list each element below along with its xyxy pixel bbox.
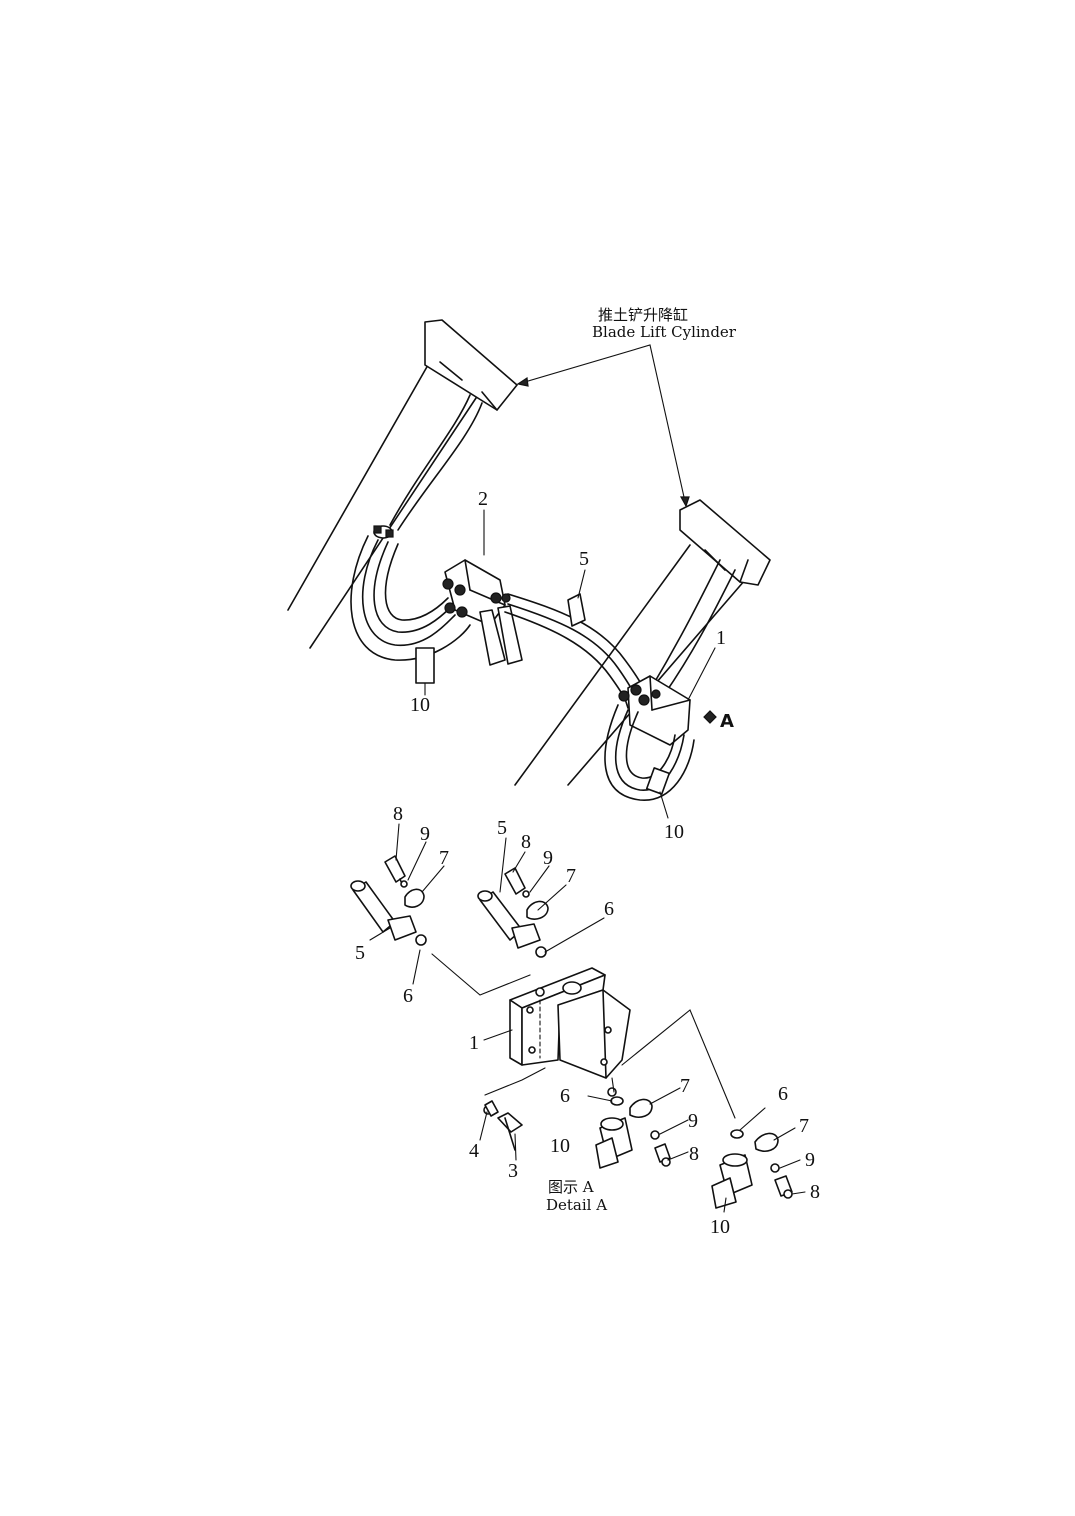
detail-a-marker: A xyxy=(720,711,734,732)
callout-detail-4: 4 xyxy=(469,1140,479,1162)
callout-detail-6-d: 6 xyxy=(778,1083,788,1105)
callout-detail-8-b: 8 xyxy=(521,831,531,853)
detail-flange-set-right xyxy=(477,837,605,958)
callout-detail-7-c: 7 xyxy=(680,1075,690,1097)
detail-flange-set-left xyxy=(350,823,445,985)
callout-detail-9-c: 9 xyxy=(688,1110,698,1132)
callout-10-right: 10 xyxy=(664,821,684,843)
caption-detail-en: Detail A xyxy=(546,1196,607,1214)
callout-2: 2 xyxy=(478,488,488,510)
caption-leader-lines xyxy=(516,344,690,508)
callout-5-top: 5 xyxy=(579,548,589,570)
caption-cylinder-cn: 推土铲升降缸 xyxy=(598,306,688,324)
callout-detail-6-b: 6 xyxy=(604,898,614,920)
detail-valve-block-1 xyxy=(431,953,736,1119)
callout-detail-8-d: 8 xyxy=(810,1181,820,1203)
caption-detail-cn: 图示 A xyxy=(548,1178,594,1196)
detail-bolts-3-4 xyxy=(479,1100,523,1161)
callout-detail-5-b: 5 xyxy=(497,817,507,839)
callout-detail-6-c: 6 xyxy=(560,1085,570,1107)
caption-cylinder-en: Blade Lift Cylinder xyxy=(592,323,737,341)
left-hose-bundle xyxy=(350,525,471,696)
valve-block-2 xyxy=(442,509,523,666)
callout-detail-3: 3 xyxy=(508,1160,518,1182)
callout-detail-8-c: 8 xyxy=(689,1143,699,1165)
callout-1-top: 1 xyxy=(716,627,726,649)
hose-5-routing xyxy=(504,569,649,709)
detail-fitting-set-middle xyxy=(587,1087,689,1169)
callout-detail-9-b: 9 xyxy=(543,847,553,869)
callout-10-left: 10 xyxy=(410,694,430,716)
valve-block-1 xyxy=(604,647,717,819)
callout-detail-9-a: 9 xyxy=(420,823,430,845)
callout-detail-9-d: 9 xyxy=(805,1149,815,1171)
detail-fitting-set-right xyxy=(711,1107,806,1213)
callout-detail-6-a: 6 xyxy=(403,985,413,1007)
callout-detail-10-c: 10 xyxy=(550,1135,570,1157)
callout-detail-8-a: 8 xyxy=(393,803,403,825)
callout-detail-7-d: 7 xyxy=(799,1115,809,1137)
callout-detail-10-d: 10 xyxy=(710,1216,730,1238)
callout-detail-7-b: 7 xyxy=(566,865,576,887)
callout-detail-7-a: 7 xyxy=(439,847,449,869)
left-lift-cylinder xyxy=(287,319,518,649)
callout-detail-5-a: 5 xyxy=(355,942,365,964)
right-lift-cylinder xyxy=(514,499,771,786)
callout-detail-1: 1 xyxy=(469,1032,479,1054)
